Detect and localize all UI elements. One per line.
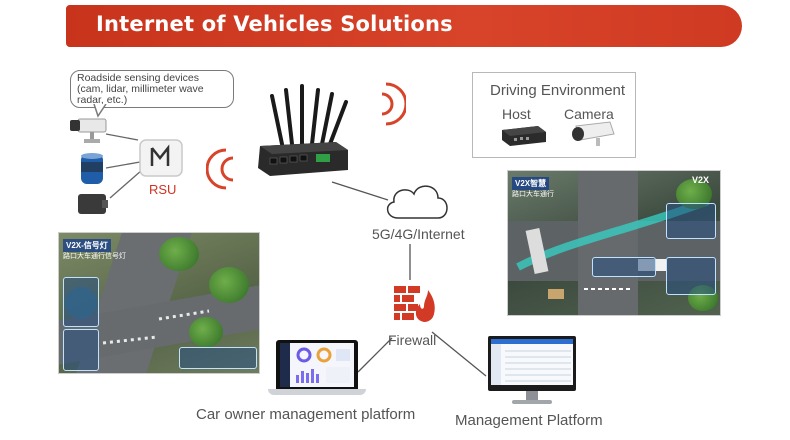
- roadside-sensing-callout: Roadside sensing devices (cam, lidar, mi…: [70, 70, 234, 108]
- v2x-left-panel-top: [63, 277, 99, 327]
- line-router-cloud: [331, 181, 389, 201]
- page-title: Internet of Vehicles Solutions: [96, 12, 453, 36]
- roadside-camera-icon: [70, 118, 107, 143]
- line-firewall-monitor: [431, 331, 487, 377]
- firewall-label: Firewall: [388, 332, 437, 348]
- v2x-left-panel-bottom: [63, 329, 99, 371]
- v2x-traffic-light-screenshot: V2X-信号灯 路口大车通行信号灯: [58, 232, 260, 374]
- v2x-intersection-screenshot: V2X智慧 路口大车通行 V2X: [507, 170, 721, 316]
- lidar-icon: [81, 153, 103, 184]
- 5g-router-icon: [258, 84, 348, 176]
- line-camera-rsu: [105, 133, 139, 141]
- router-signal-icon: [381, 82, 406, 126]
- monitor-icon: [488, 336, 576, 391]
- host-label: Host: [502, 106, 531, 122]
- ip-camera-icon: [572, 121, 615, 146]
- monitor-stand: [526, 391, 538, 401]
- v2x-left-subtitle: 路口大车通行信号灯: [63, 253, 126, 260]
- line-radar-rsu: [109, 169, 143, 199]
- title-banner: [66, 5, 742, 47]
- v2x-left-panel-info: [179, 347, 257, 369]
- laptop-base: [268, 389, 366, 395]
- v2x-left-title: V2X-信号灯: [63, 239, 111, 252]
- radar-icon: [78, 194, 108, 214]
- v2x-right-corner-label: V2X: [692, 175, 710, 185]
- camera-label: Camera: [564, 106, 614, 122]
- v2x-right-panel-bottom: [666, 257, 716, 295]
- monitor-dashboard: [491, 339, 573, 385]
- cloud-icon: [386, 185, 448, 219]
- driving-environment-title: Driving Environment: [490, 82, 626, 99]
- line-firewall-laptop: [357, 337, 393, 373]
- v2x-right-panel-top: [666, 203, 716, 239]
- network-label: 5G/4G/Internet: [372, 226, 465, 242]
- management-platform-label: Management Platform: [455, 412, 603, 429]
- monitor-foot: [512, 400, 552, 404]
- rsu-device-icon: [139, 139, 183, 177]
- v2x-right-panel-center: [592, 257, 656, 277]
- laptop-dashboard: [280, 343, 350, 387]
- host-device-icon: [502, 126, 546, 146]
- rsu-label: RSU: [149, 182, 177, 197]
- v2x-right-title: V2X智慧: [512, 177, 550, 190]
- callout-tail: [93, 104, 107, 118]
- line-lidar-rsu: [105, 161, 141, 169]
- wireless-signal-icon: [206, 148, 234, 190]
- driving-environment-box: [472, 72, 636, 158]
- laptop-icon: [276, 340, 358, 390]
- car-owner-platform-label: Car owner management platform: [196, 406, 416, 423]
- v2x-right-subtitle: 路口大车通行: [512, 191, 554, 198]
- firewall-icon: [394, 286, 435, 322]
